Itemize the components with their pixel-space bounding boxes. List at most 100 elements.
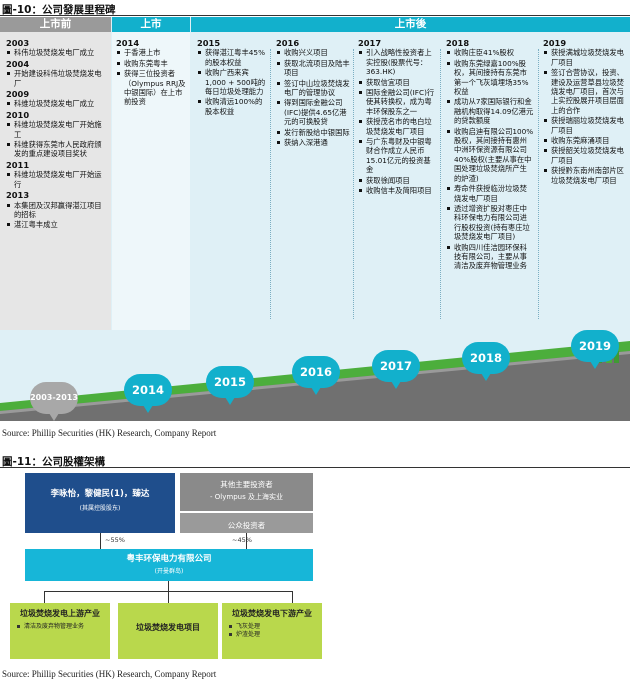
public-investors-label: 公众投资者	[227, 521, 266, 530]
segment-connector	[292, 591, 293, 603]
milestone-item: 科维垃圾焚烧发电厂开始施工	[6, 120, 108, 139]
year-badge-label: 2019	[578, 339, 611, 353]
segment-name: 垃圾焚烧发电项目	[136, 623, 200, 632]
milestone-item: 国际金融公司(IFC)行使其转换权，成为粤丰环保股东之一	[358, 88, 436, 116]
segment-item: 飞灰处理	[228, 623, 316, 631]
ownership-structure: 李咏怡，黎健民(1)，臻达 (其属控股股东) 其他主要投资者 - Olympus…	[0, 468, 630, 664]
milestone-year: 2018	[446, 38, 470, 48]
milestone-item: 获授韶关垃圾焚烧发电厂项目	[543, 146, 625, 165]
milestone-year: 2015	[197, 38, 221, 48]
founders-sub: (其属控股股东)	[79, 505, 121, 512]
year-badge: 2015	[206, 366, 254, 405]
milestone-item: 科维获得东莞市人民政府颁发的重点建设项目奖状	[6, 140, 108, 159]
year-badge: 2017	[372, 350, 420, 389]
company-connector	[168, 581, 169, 591]
year-badge: 2016	[292, 356, 340, 395]
segment-connector	[44, 591, 45, 603]
milestone-item: 收购庄臣41%股权	[446, 48, 534, 57]
milestone-item: 签订中山垃圾焚烧发电厂的管理协议	[276, 79, 350, 98]
fig10-title: 圖-10：公司發展里程碑	[2, 4, 116, 16]
milestone-item: 获得湛江粤丰45%的股本权益	[197, 48, 267, 67]
milestone-year: 2016	[276, 38, 300, 48]
milestone-item: 科伟垃圾焚烧发电厂成立	[6, 48, 108, 57]
year-badge-label: 2018	[469, 351, 502, 365]
milestone-item: 收购兴义项目	[276, 48, 350, 57]
year-badge: 2003-2013	[30, 382, 78, 421]
other-investors-name: 其他主要投资者	[220, 480, 273, 489]
milestone-year: 2010	[6, 109, 30, 120]
segment-connector	[168, 591, 169, 603]
milestone-item: 发行新股给中银国际	[276, 128, 350, 137]
fig10-title-rule	[0, 15, 630, 16]
milestone-item: 获授瑞丽垃圾焚烧发电厂项目	[543, 116, 625, 135]
fig11-title: 圖-11：公司股權架構	[2, 456, 105, 468]
year-badge-label: 2016	[299, 365, 332, 379]
column-separator	[270, 49, 271, 319]
year-badge-label: 2003-2013	[30, 393, 78, 402]
milestone-item: 收购清远100%的股本权益	[197, 97, 267, 116]
milestone-item: 收购广西来宾1,000 + 500吨的每日垃圾处理能力	[197, 68, 267, 96]
milestone-item: 获取徐闻项目	[358, 176, 436, 185]
year-badge-label: 2014	[131, 383, 164, 397]
listing-panel	[112, 32, 190, 330]
phase-pre-listing: 上市前	[0, 17, 111, 32]
segment-item: 炉渣处理	[228, 631, 316, 639]
milestone-item: 获授满城垃圾焚烧发电厂项目	[543, 48, 625, 67]
milestone-year: 2017	[358, 38, 382, 48]
milestone-item: 与广东粤财及中银粤财合作成立人民币15.01亿元的投资基金	[358, 137, 436, 175]
company-name: 粤丰环保电力有限公司	[126, 554, 212, 564]
phase-listing: 上市	[112, 17, 190, 32]
public-investors-box: 公众投资者	[180, 513, 313, 533]
milestone-item: 收购信丰及简阳项目	[358, 186, 436, 195]
founders-name: 李咏怡，黎健民(1)，臻达	[50, 489, 150, 499]
milestone-item: 本集团及汉邦赢得湛江项目的招标	[6, 201, 108, 220]
milestone-item: 寿命件获授临汾垃圾焚烧发电厂项目	[446, 184, 534, 203]
milestone-item: 获取北流项目及陆丰项目	[276, 59, 350, 78]
segment-box: 垃圾焚烧发电项目	[118, 603, 218, 659]
company-sub: (开曼群岛)	[154, 568, 184, 575]
fig11-title-rule	[0, 467, 630, 468]
milestone-year: 2011	[6, 159, 30, 170]
year-badge: 2019	[571, 330, 619, 369]
segment-name: 垃圾焚烧发电下游产业	[232, 609, 312, 618]
column-separator	[353, 49, 354, 319]
year-badge-label: 2015	[213, 375, 246, 389]
milestone-item: 科维垃圾焚烧发电厂成立	[6, 99, 108, 108]
milestone-item: 于香港上市	[116, 48, 188, 57]
milestone-item: 成功从7家国际银行和金融机构取得14.09亿港元的贷款额度	[446, 97, 534, 125]
year-badge: 2014	[124, 374, 172, 413]
milestone-year: 2014	[116, 38, 140, 48]
milestone-item: 收购东莞绿嘉100%股权，其间接持有东莞市第一个飞灰填埋场35%权益	[446, 59, 534, 97]
column-separator	[538, 49, 539, 319]
founders-box: 李咏怡，黎健民(1)，臻达 (其属控股股东)	[25, 473, 175, 533]
segment-box: 垃圾焚烧发电下游产业飞灰处理炉渣处理	[222, 603, 322, 659]
milestone-item: 得到国际金融公司(IFC)提供4.65亿港元的可换股贷	[276, 98, 350, 126]
milestone-year: 2013	[6, 190, 30, 201]
milestone-item: 科维垃圾焚烧发电厂开始运行	[6, 170, 108, 189]
milestone-item: 收购东莞粤丰	[116, 59, 188, 68]
other-investors-box: 其他主要投资者 - Olympus 及上海实业	[180, 473, 313, 511]
public-stake: ~45%	[232, 536, 252, 544]
milestone-item: 收购启迪有限公司100%股权，其间接持有惠州中洲环保资源有限公司40%股权(主要…	[446, 127, 534, 183]
phase-post-listing: 上市後	[191, 17, 630, 32]
milestone-year: 2019	[543, 38, 567, 48]
post-listing-panel	[191, 32, 630, 330]
milestone-year: 2003	[6, 38, 30, 48]
other-investors-detail: - Olympus 及上海实业	[210, 493, 283, 501]
segment-item: 清洁及废弃物管理业务	[16, 623, 104, 631]
segment-box: 垃圾焚烧发电上游产业清洁及废弃物管理业务	[10, 603, 110, 659]
milestone-item: 湛江粤丰成立	[6, 220, 108, 229]
milestone-year: 2004	[6, 58, 30, 69]
milestone-year: 2009	[6, 89, 30, 100]
milestone-item: 签订合营协议，投资、建设及运营草县垃圾焚烧发电厂项目，首次与上实控股展开项目层面…	[543, 68, 625, 115]
milestone-item: 收购四川佳洁园环保科技有限公司，主要从事清洁及废弃物管理业务	[446, 243, 534, 271]
milestone-item: 获授黔东南州南部片区垃圾焚烧发电厂项目	[543, 166, 625, 185]
milestone-item: 获取信宜项目	[358, 78, 436, 87]
